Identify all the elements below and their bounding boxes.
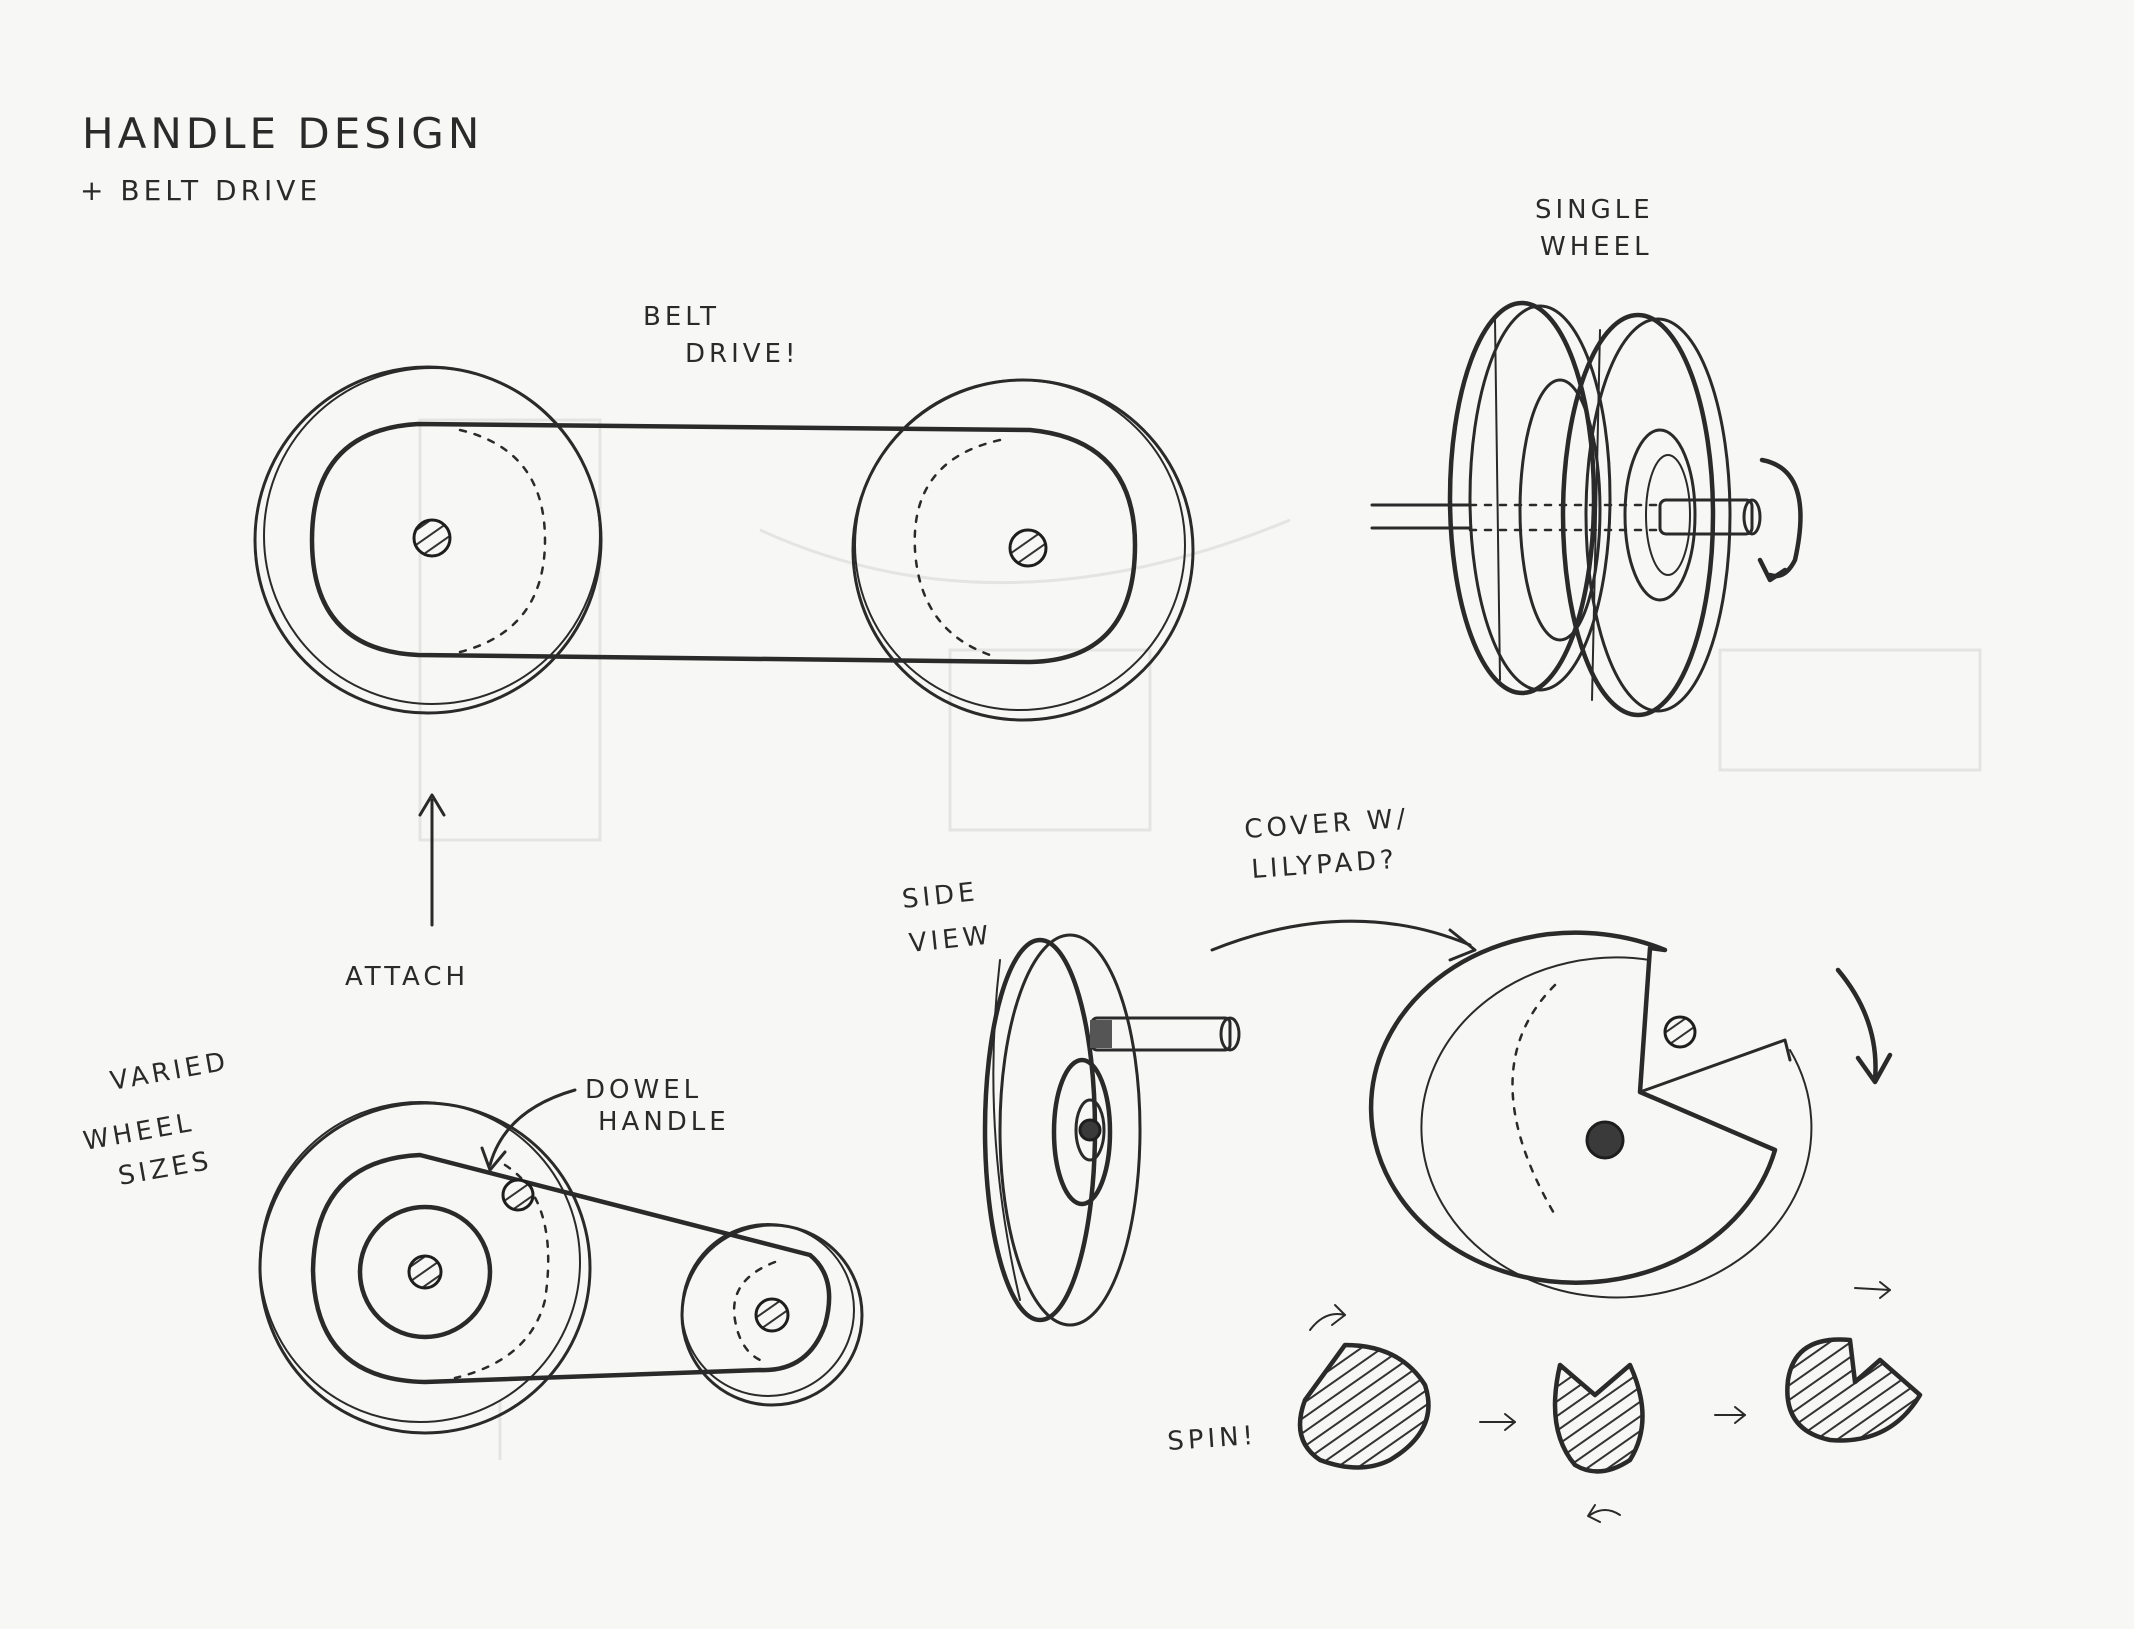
belt-drive-label: BELT: [643, 302, 720, 332]
page-subtitle: + BELT DRIVE: [80, 174, 321, 207]
page-title-group: HANDLE DESIGN + BELT DRIVE: [80, 109, 483, 207]
dowel-handle-label-2: HANDLE: [598, 1107, 730, 1137]
varied-label-3: SIZES: [116, 1146, 215, 1192]
side-view-label-2: VIEW: [908, 920, 994, 959]
varied-label-2: WHEEL: [81, 1108, 197, 1157]
page-title: HANDLE DESIGN: [82, 109, 483, 158]
lilypad-wheel-sketch: [1368, 930, 1893, 1299]
varied-wheel-sizes-sketch: VARIED WHEEL SIZES DOWEL HANDLE: [81, 1046, 864, 1435]
cover-lilypad-annotation: COVER W/ LILYPAD?: [1210, 804, 1477, 962]
attach-label: ATTACH: [345, 962, 469, 992]
single-wheel-sketch: SINGLE WHEEL: [1370, 195, 1803, 718]
dowel-handle-label: DOWEL: [585, 1075, 702, 1105]
belt-drive-sketch: BELT DRIVE!: [253, 302, 1195, 722]
side-view-sketch: SIDE VIEW: [901, 877, 1241, 1327]
attach-annotation: ATTACH: [345, 793, 469, 992]
belt-drive-label-2: DRIVE!: [685, 339, 799, 369]
cover-label-2: LILYPAD?: [1250, 845, 1398, 885]
cover-label: COVER W/: [1243, 804, 1410, 845]
bleed-through-marks: [418, 418, 1982, 1460]
single-wheel-label-2: WHEEL: [1540, 232, 1653, 262]
single-wheel-label: SINGLE: [1535, 195, 1654, 225]
varied-label: VARIED: [108, 1046, 231, 1096]
spin-sequence-sketch: SPIN!: [1166, 1281, 1923, 1523]
side-view-label: SIDE: [901, 877, 980, 915]
spin-label: SPIN!: [1166, 1421, 1258, 1457]
